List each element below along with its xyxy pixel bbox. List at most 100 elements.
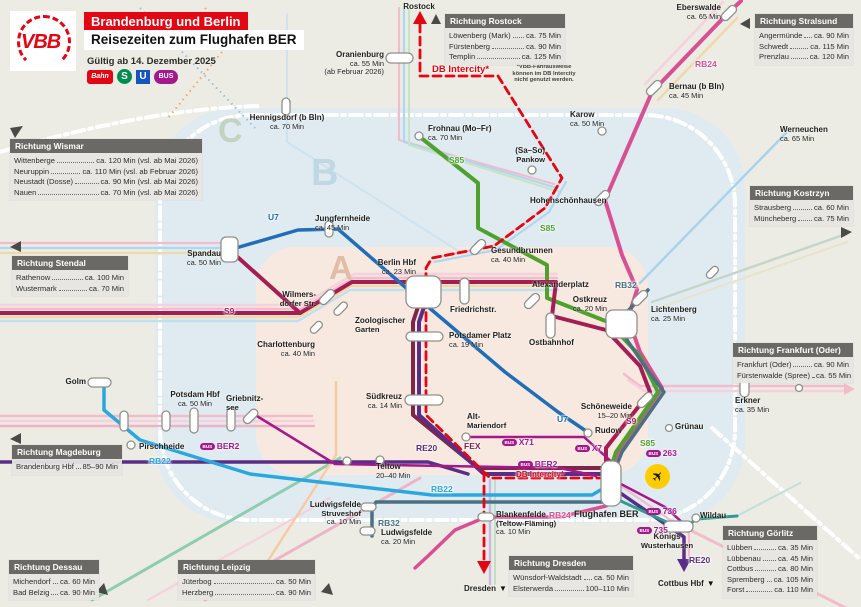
- station-rostock: Rostock: [403, 2, 435, 11]
- station-alexanderplatz: Alexanderplatz: [532, 280, 589, 289]
- bus-tag-icon: BUS: [518, 460, 533, 468]
- transit-lines: [0, 0, 743, 570]
- destination-row: Löwenberg (Mark)ca. 75 Min: [449, 31, 561, 40]
- direction-arrows: [10, 11, 855, 595]
- station-hohensch-nhausen: Hohenschönhausen: [530, 196, 607, 205]
- arrow-down-re20-cottbus: [677, 559, 691, 572]
- direction-box-frankfurt-oder: Richtung Frankfurt (Oder)Frankfurt (Oder…: [733, 343, 853, 384]
- line-badge-rb32: RB32: [378, 518, 400, 528]
- bahn-icon: Bahn: [87, 69, 113, 84]
- arrow-se-dessau: [96, 583, 108, 595]
- station-friedrichstr: Friedrichstr.: [450, 305, 497, 314]
- mode-legend: Bahn S U BUS: [87, 69, 178, 84]
- arrow-stralsund-box: [740, 18, 750, 29]
- zone-letter-a: A: [329, 249, 353, 286]
- direction-box-title: Richtung Magdeburg: [12, 445, 122, 459]
- station-gr-nau: Grünau: [675, 422, 704, 431]
- direction-box-title: Richtung Stralsund: [755, 14, 853, 28]
- station-frohnau-mo-fr: Frohnau (Mo–Fr)ca. 70 Min: [428, 124, 492, 142]
- arrow-left-stendal: [10, 241, 21, 252]
- zone-letter-c: C: [218, 112, 243, 150]
- line-badge-rb22: RB22: [149, 456, 171, 466]
- arrow-nw-wismar: [10, 126, 23, 138]
- station-dresden: Dresden▼: [464, 584, 507, 593]
- arrow-left-magdeburg: [10, 433, 21, 444]
- plane-glyph: ✈: [647, 466, 667, 486]
- bus-tag-icon: BUS: [646, 449, 661, 457]
- line-badge-s85: S85: [540, 223, 556, 233]
- direction-box-title: Richtung Leipzig: [178, 560, 315, 574]
- station-griebnitz-see: Griebnitz-see: [226, 394, 264, 412]
- station-wildau: Wildau: [700, 511, 727, 520]
- ubahn-icon: U: [136, 69, 150, 84]
- region-banner: Brandenburg und Berlin: [84, 12, 248, 32]
- station-flughafen-ber: Flughafen BER: [574, 509, 639, 519]
- direction-box-title: Richtung Görlitz: [723, 526, 817, 540]
- station-blankenfelde-teltow-fl-ming: Blankenfelde(Teltow-Fläming)ca. 10 Min: [496, 510, 557, 537]
- line-badge-re20: RE20: [689, 555, 711, 565]
- station-bernau-b-bln: Bernau (b Bln)ca. 45 Min: [669, 82, 725, 100]
- line-badge-s9: S9: [626, 416, 637, 426]
- station-golm: Golm: [65, 377, 86, 386]
- direction-box-title: Richtung Dresden: [509, 556, 633, 570]
- station-cottbus-hbf: Cottbus Hbf▼: [658, 579, 715, 588]
- sbahn-icon: S: [117, 69, 132, 84]
- bus-tag-icon: BUS: [646, 507, 661, 515]
- bus-icon: BUS: [154, 69, 178, 84]
- line-badge-s9: S9: [224, 306, 235, 316]
- direction-box-title: Richtung Kostrzyn: [750, 186, 853, 200]
- db-intercity-label: DB Intercity*: [432, 64, 490, 75]
- bus-tag-icon: BUS: [575, 444, 590, 452]
- station-ostbahnhof: Ostbahnhof: [529, 338, 574, 347]
- arrow-up-db-rostock: [413, 11, 427, 24]
- destination-row: Neustadt (Dosse)ca. 90 Min (vsl. ab Mai …: [14, 177, 198, 187]
- airport-icon: ✈: [645, 464, 670, 489]
- destination-row: Frankfurt (Oder)ca. 90 Min: [737, 360, 849, 369]
- arrow-down-db-dresden: [477, 561, 491, 574]
- zone-letter-b: B: [311, 152, 339, 194]
- bus-tag-icon: BUS: [502, 438, 517, 446]
- direction-box-title: Richtung Stendal: [12, 256, 128, 270]
- station-alt-mariendorf: Alt-Mariendorf: [467, 412, 507, 430]
